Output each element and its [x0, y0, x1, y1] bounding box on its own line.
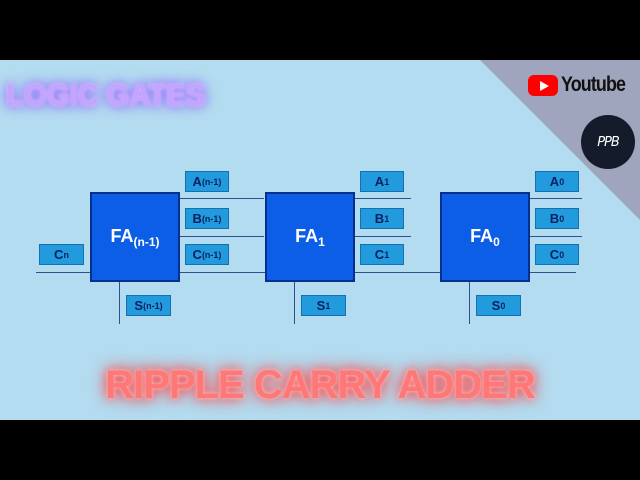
ripple-carry-adder-title: RIPPLE CARRY ADDER — [105, 363, 535, 407]
slide: LOGIC GATES Youtube PPB FA(n-1) FA1 FA0 … — [0, 60, 640, 420]
input-wire-b-1 — [353, 236, 411, 237]
input-b-n1: B(n-1) — [185, 208, 229, 229]
full-adder-0: FA0 — [440, 192, 530, 282]
full-adder-1: FA1 — [265, 192, 355, 282]
input-c-n1: C(n-1) — [185, 244, 229, 265]
input-wire-a-0 — [528, 198, 582, 199]
full-adder-label: FA1 — [295, 225, 325, 249]
avatar-text: PPB — [597, 134, 620, 150]
channel-avatar: PPB — [581, 115, 635, 169]
sum-n1: S(n-1) — [126, 295, 171, 316]
youtube-logo-icon — [528, 74, 558, 96]
full-adder-n1: FA(n-1) — [90, 192, 180, 282]
youtube-text: Youtube — [561, 73, 626, 96]
sum-wire-1 — [294, 282, 295, 324]
input-wire-b-0 — [528, 236, 582, 237]
full-adder-label: FA(n-1) — [110, 225, 160, 249]
input-wire-a-1 — [353, 198, 411, 199]
corner-triangle — [480, 60, 640, 220]
sum-wire-0 — [469, 282, 470, 324]
full-adder-label: FA0 — [470, 225, 500, 249]
sum-wire-n1 — [119, 282, 120, 324]
input-wire-b-n1 — [178, 236, 264, 237]
logic-gates-title: LOGIC GATES — [6, 79, 205, 112]
input-wire-a-n1 — [178, 198, 264, 199]
youtube-brand: Youtube — [528, 73, 636, 97]
input-a-n1: A(n-1) — [185, 171, 229, 192]
